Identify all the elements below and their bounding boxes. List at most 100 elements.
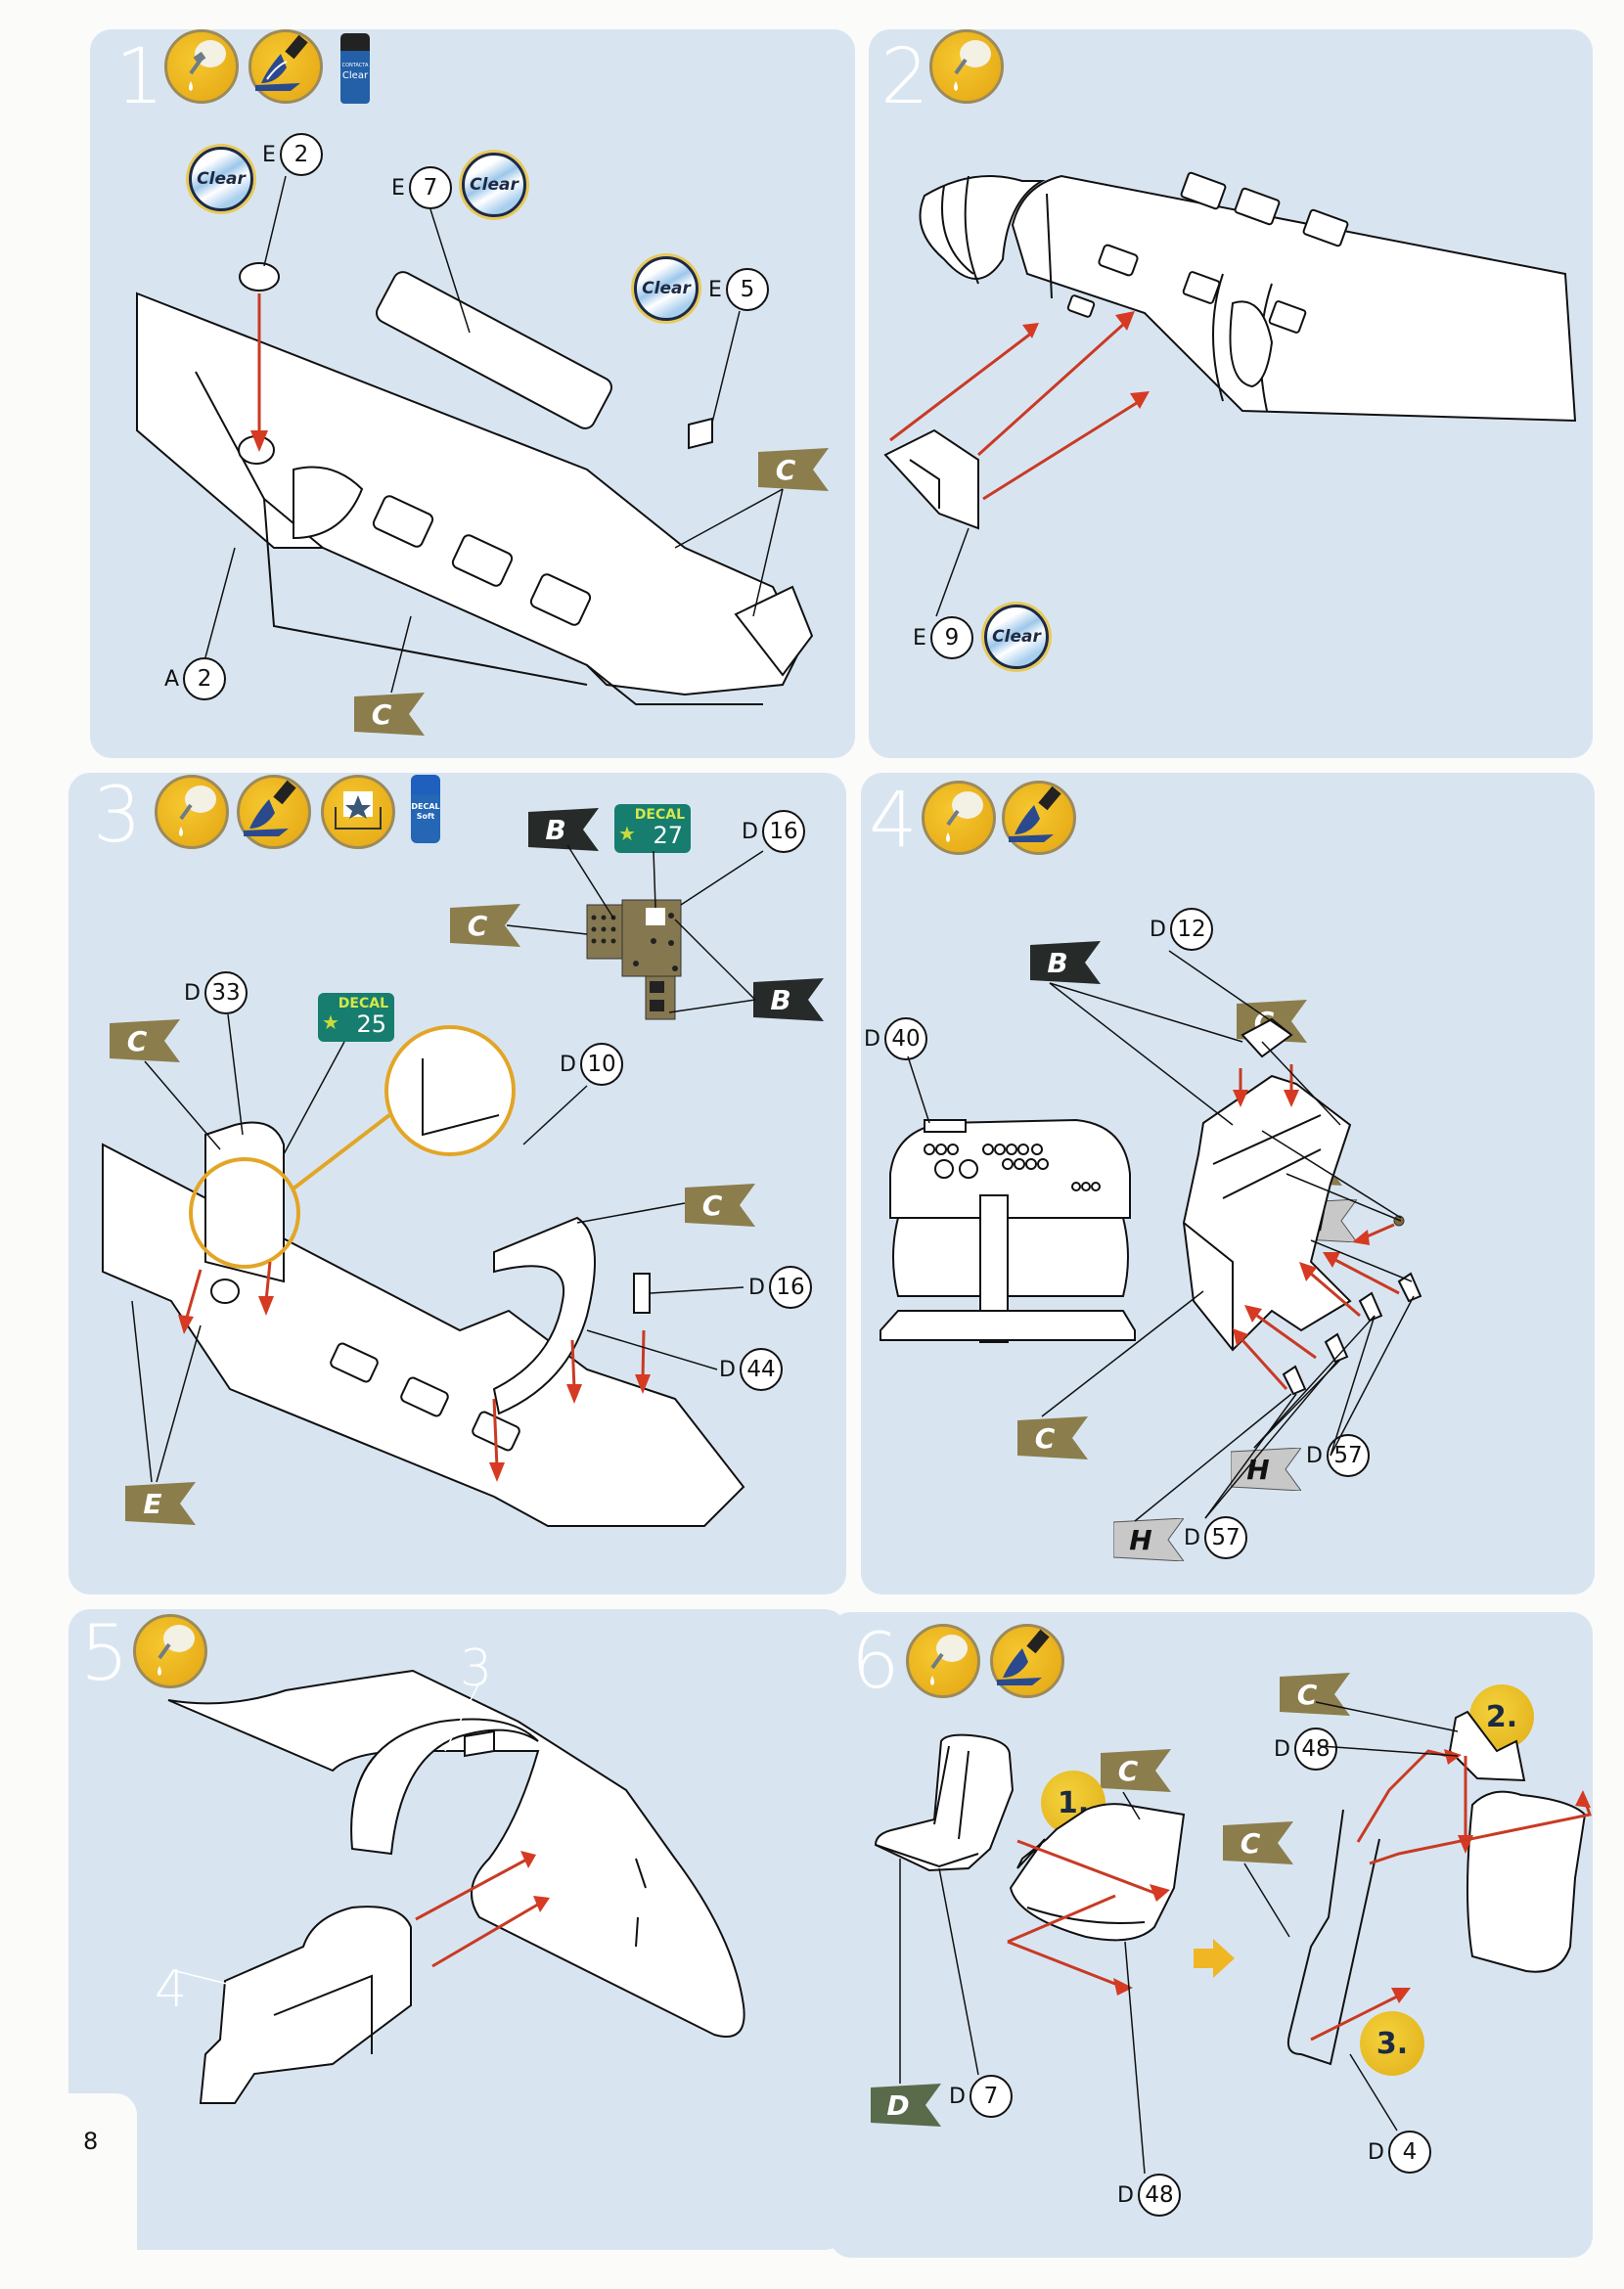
step-number: 2 bbox=[880, 33, 929, 121]
flag-letter: D bbox=[886, 2088, 910, 2122]
color-flag-E: E bbox=[125, 1482, 196, 1525]
sprue-letter: D bbox=[949, 2084, 966, 2109]
flag-letter: C bbox=[701, 1189, 723, 1222]
part-number: 10 bbox=[579, 1043, 623, 1086]
part-number: 7 bbox=[408, 166, 452, 209]
sub-step-3: 3. bbox=[1360, 2011, 1424, 2076]
decal-number: 25 bbox=[356, 1010, 386, 1038]
bottle-label: Clear bbox=[341, 70, 369, 81]
glue-icon bbox=[133, 1614, 207, 1688]
color-flag-B: B bbox=[528, 808, 599, 851]
sprue-letter: D bbox=[184, 980, 201, 1006]
color-flag-C: C bbox=[758, 448, 829, 491]
decal-water-icon bbox=[321, 775, 395, 849]
color-flag-C: C bbox=[685, 1184, 755, 1227]
flag-letter: B bbox=[770, 983, 791, 1016]
flag-letter: B bbox=[1047, 946, 1068, 979]
clear-badge: Clear bbox=[634, 256, 699, 321]
color-flag-C: C bbox=[450, 904, 520, 947]
part-number: 44 bbox=[739, 1348, 783, 1391]
sprue-letter: A bbox=[164, 666, 180, 692]
sub-step-2: 2. bbox=[1469, 1684, 1534, 1749]
sprue-letter: D bbox=[1368, 2139, 1384, 2165]
decal-number: 27 bbox=[653, 822, 683, 849]
part-number: 40 bbox=[883, 1017, 927, 1060]
flag-letter: E bbox=[143, 1487, 162, 1520]
part-number: 12 bbox=[1169, 908, 1213, 951]
glue-icon bbox=[155, 775, 229, 849]
flag-letter: C bbox=[371, 697, 392, 731]
bottle-brand: CONTACTA bbox=[341, 63, 369, 68]
part-number: 16 bbox=[761, 810, 805, 853]
sprue-letter: D bbox=[748, 1275, 765, 1300]
step-number: 4 bbox=[869, 777, 918, 865]
flag-letter: C bbox=[1117, 1754, 1139, 1787]
color-flag-C: C bbox=[1223, 1821, 1293, 1864]
color-flag-H: H bbox=[1112, 1517, 1186, 1562]
contacta-clear-bottle-icon: CONTACTA Clear bbox=[340, 33, 370, 108]
sprue-letter: E bbox=[262, 142, 276, 167]
part-number: 48 bbox=[1293, 1728, 1337, 1771]
sprue-letter: D bbox=[719, 1357, 736, 1382]
sprue-letter: E bbox=[391, 175, 405, 201]
decal-soft-bottle-icon: DECAL Soft bbox=[411, 775, 440, 849]
sprue-letter: D bbox=[1306, 1443, 1323, 1468]
glue-icon bbox=[929, 29, 1004, 104]
step-number: 1 bbox=[115, 33, 164, 121]
step-number: 5 bbox=[80, 1610, 129, 1698]
color-flag-C: C bbox=[354, 693, 425, 736]
sprue-letter: D bbox=[742, 819, 758, 844]
page-number: 8 bbox=[83, 2128, 99, 2155]
flag-letter: C bbox=[775, 453, 796, 486]
part-number: 57 bbox=[1203, 1516, 1247, 1559]
glue-icon bbox=[906, 1624, 980, 1698]
paint-icon bbox=[990, 1624, 1064, 1698]
paint-icon bbox=[248, 29, 323, 104]
color-flag-D: D bbox=[871, 2084, 941, 2127]
star-icon: ★ bbox=[618, 822, 636, 845]
part-number: 16 bbox=[768, 1266, 812, 1309]
step-number: 3 bbox=[93, 772, 142, 860]
glue-icon bbox=[164, 29, 239, 104]
sprue-letter: D bbox=[1274, 1736, 1290, 1762]
color-flag-C: C bbox=[1017, 1416, 1088, 1459]
part-number: 4 bbox=[1387, 2131, 1431, 2174]
flag-letter: C bbox=[1296, 1678, 1318, 1711]
color-flag-B: B bbox=[1030, 941, 1101, 984]
flag-letter: C bbox=[1034, 1421, 1056, 1455]
sub-assembly-ref-3: 3 bbox=[460, 1639, 493, 1698]
flag-letter: C bbox=[126, 1024, 148, 1057]
paint-icon bbox=[1002, 781, 1076, 855]
bottle-label: DECAL Soft bbox=[411, 802, 440, 821]
page-corner bbox=[39, 2093, 137, 2289]
step-number: 6 bbox=[851, 1618, 900, 1706]
part-number: 9 bbox=[929, 616, 973, 659]
clear-badge: Clear bbox=[462, 153, 526, 217]
clear-badge: Clear bbox=[189, 147, 253, 211]
sprue-letter: D bbox=[864, 1026, 880, 1052]
sprue-letter: E bbox=[913, 625, 926, 651]
part-number: 7 bbox=[969, 2075, 1013, 2118]
color-flag-B: B bbox=[753, 978, 824, 1021]
sprue-letter: D bbox=[560, 1052, 576, 1077]
part-number: 57 bbox=[1326, 1434, 1370, 1477]
flag-letter: B bbox=[545, 813, 566, 846]
sprue-letter: D bbox=[1117, 2182, 1134, 2208]
part-number: 33 bbox=[203, 971, 248, 1014]
